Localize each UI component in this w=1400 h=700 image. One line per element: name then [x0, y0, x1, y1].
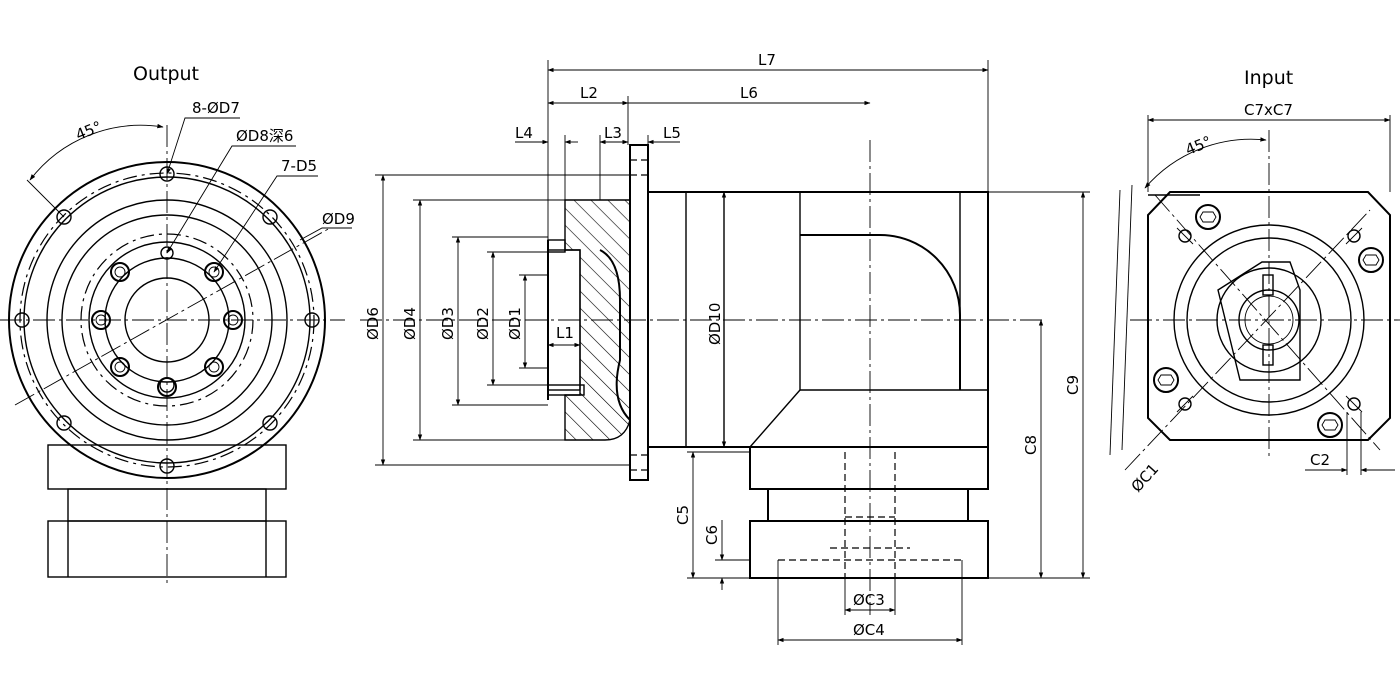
dim-l5: L5: [663, 124, 681, 142]
dim-d10: ØD10: [706, 303, 724, 345]
side-input-adapter-neck: [767, 488, 969, 522]
dim-c3: ØC3: [853, 591, 885, 609]
dim-l3: L3: [604, 124, 622, 142]
output-tapped-holes: [91, 262, 243, 397]
output-hole-d8-label: ØD8深6: [236, 127, 293, 145]
side-input-adapter-upper: [749, 446, 989, 490]
dim-l4: L4: [515, 124, 533, 142]
output-outer-holes: [14, 166, 320, 474]
input-c7-label: C7xC7: [1244, 101, 1293, 119]
dim-c9: C9: [1064, 375, 1082, 395]
input-cap-screws: [1153, 204, 1384, 438]
output-hole-d7-label: 8-ØD7: [192, 99, 240, 117]
side-view: L7 L2 L6 L4 L3 L5 L1 ØD6 ØD4 ØD3: [360, 51, 1090, 645]
output-view: Output: [0, 63, 355, 585]
dim-l2: L2: [580, 84, 598, 102]
side-input-adapter-base: [749, 520, 989, 579]
dim-d4: ØD4: [401, 307, 419, 340]
side-elbow-curve: [800, 234, 961, 390]
input-mounting-holes: [1176, 227, 1363, 413]
input-angle-arc: [1144, 137, 1267, 189]
input-view: Input: [1109, 67, 1400, 496]
side-body: [647, 191, 989, 448]
dim-c4: ØC4: [853, 621, 885, 639]
dim-d1: ØD1: [506, 307, 524, 340]
side-flange: [629, 144, 649, 481]
dim-l7: L7: [758, 51, 776, 69]
input-square-flange: [1147, 191, 1391, 441]
output-angle-arc: [29, 123, 164, 181]
dim-l1: L1: [556, 324, 574, 342]
input-c2-label: C2: [1310, 451, 1330, 469]
input-pilot-circle: [1173, 224, 1365, 416]
output-view-title: Output: [133, 63, 199, 85]
dim-d2: ØD2: [474, 307, 492, 340]
dim-l6: L6: [740, 84, 758, 102]
output-angle-label: 45°: [73, 117, 104, 144]
dim-d3: ØD3: [439, 307, 457, 340]
dim-c5: C5: [674, 505, 692, 525]
dim-d6: ØD6: [364, 307, 382, 340]
input-clamp-block: [1217, 261, 1301, 381]
input-view-title: Input: [1244, 67, 1293, 89]
input-c1-label: ØC1: [1128, 460, 1163, 496]
output-d9-label: ØD9: [322, 210, 355, 228]
output-hole-d5-label: 7-D5: [281, 157, 317, 175]
input-angle-label: 45°: [1183, 132, 1214, 159]
dim-c8: C8: [1022, 435, 1040, 455]
dim-c6: C6: [703, 525, 721, 545]
